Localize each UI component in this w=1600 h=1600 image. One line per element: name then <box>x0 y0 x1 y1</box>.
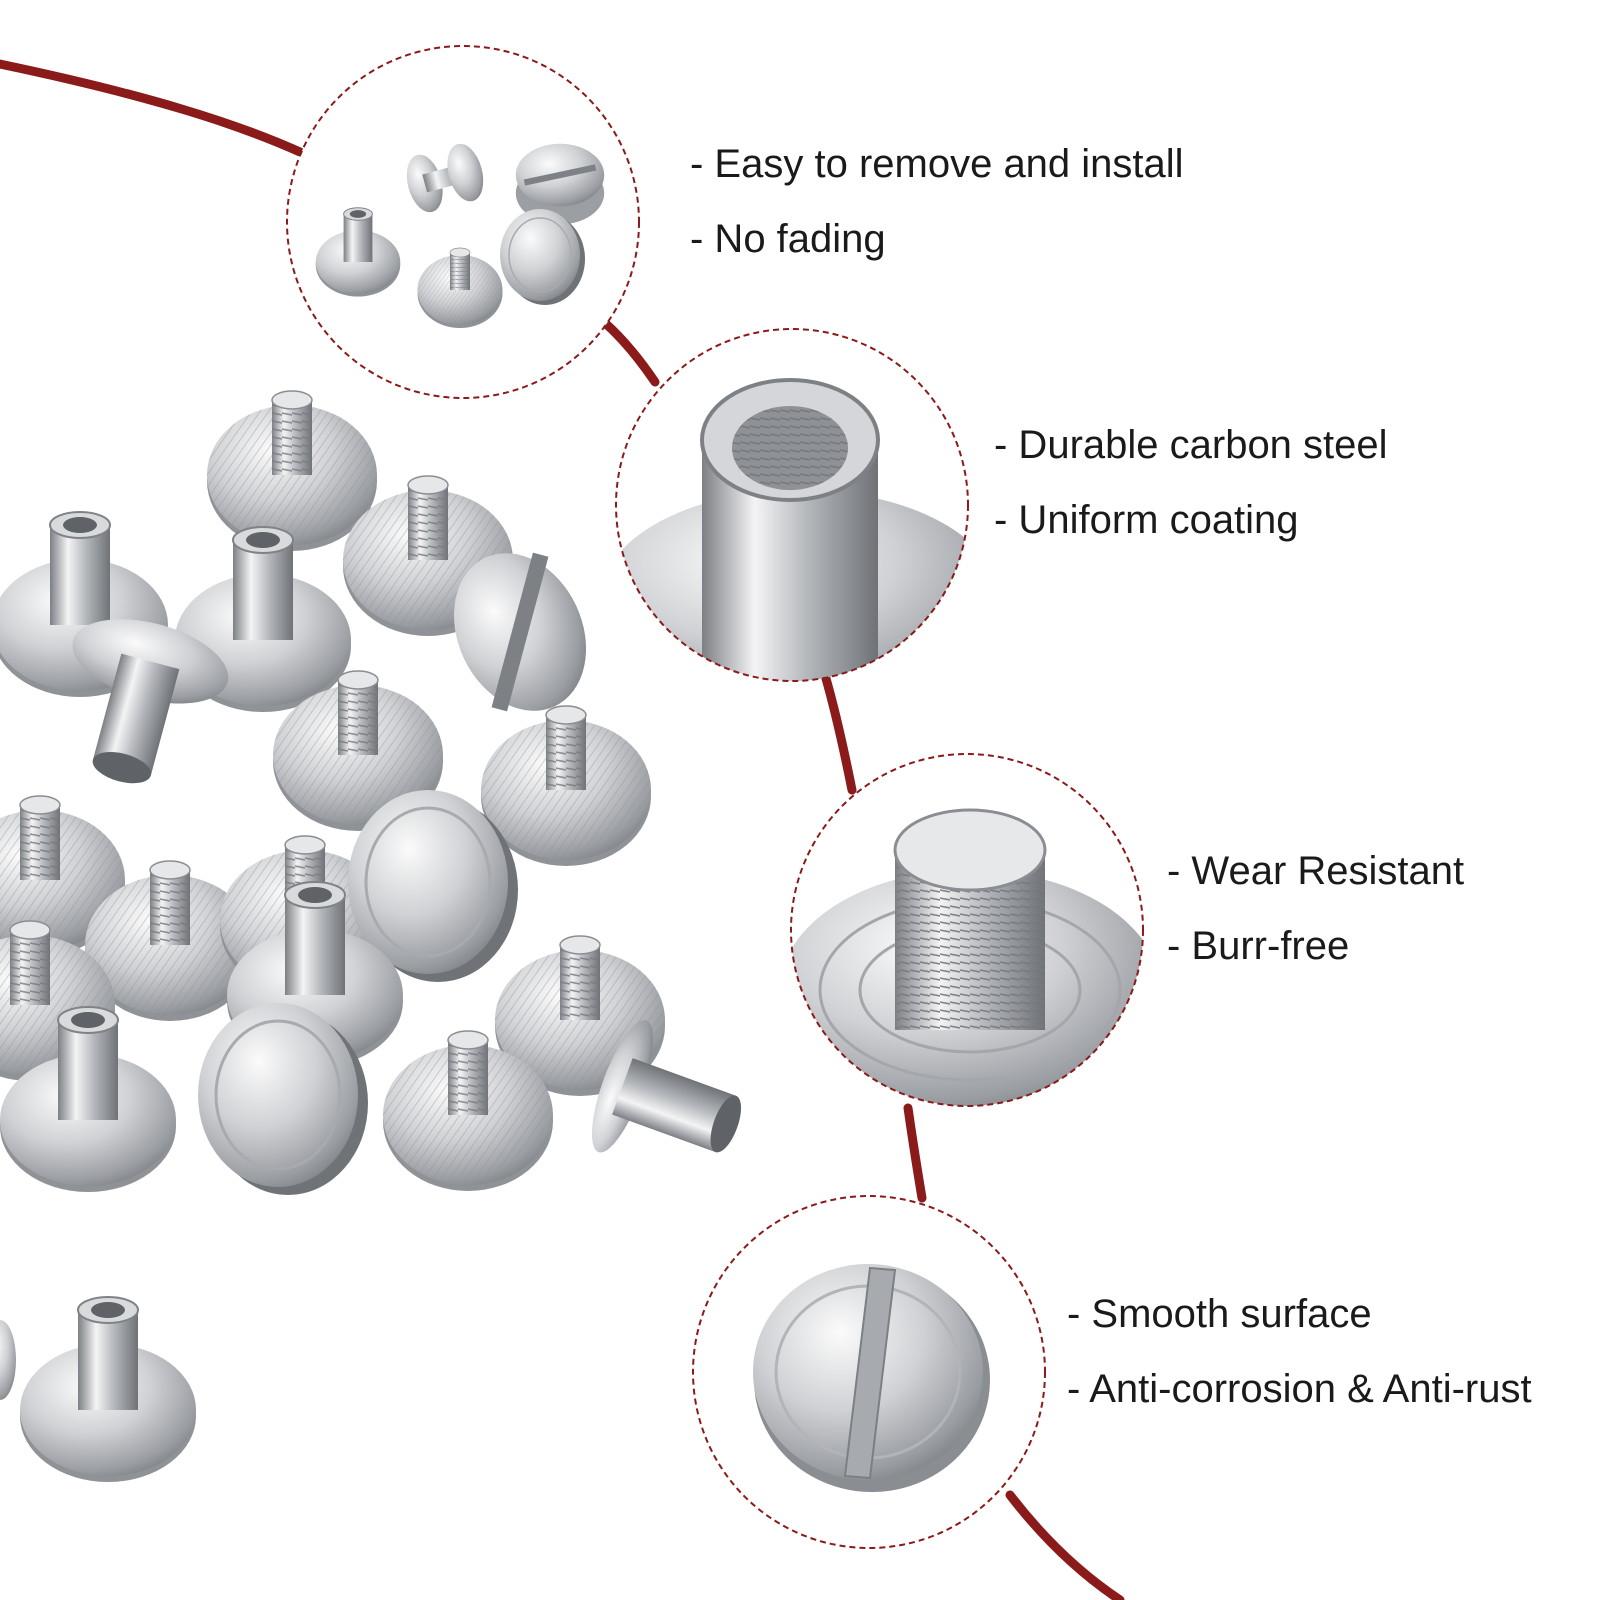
feature-line: - No fading <box>690 217 886 261</box>
screw-set-detail-circle <box>286 45 640 399</box>
feature-line: - Uniform coating <box>994 498 1299 542</box>
feature-list-3: - Wear Resistant - Burr-free <box>1167 834 1464 984</box>
red-connector-curve <box>0 59 1125 1600</box>
feature-list-2: - Durable carbon steel - Uniform coating <box>994 408 1388 558</box>
feature-line: - Burr-free <box>1167 924 1350 968</box>
threaded-barrel-detail-circle <box>615 328 969 682</box>
feature-list-1: - Easy to remove and install - No fading <box>690 127 1184 277</box>
slotted-head-detail-circle <box>692 1195 1046 1549</box>
screw-thread-detail-circle <box>790 753 1144 1107</box>
feature-line: - Easy to remove and install <box>690 142 1184 186</box>
screw-pile <box>0 390 742 1483</box>
feature-line: - Anti-corrosion & Anti-rust <box>1067 1367 1532 1411</box>
feature-line: - Durable carbon steel <box>994 423 1388 467</box>
feature-list-4: - Smooth surface - Anti-corrosion & Anti… <box>1067 1277 1532 1427</box>
feature-line: - Smooth surface <box>1067 1292 1372 1336</box>
feature-line: - Wear Resistant <box>1167 849 1465 893</box>
